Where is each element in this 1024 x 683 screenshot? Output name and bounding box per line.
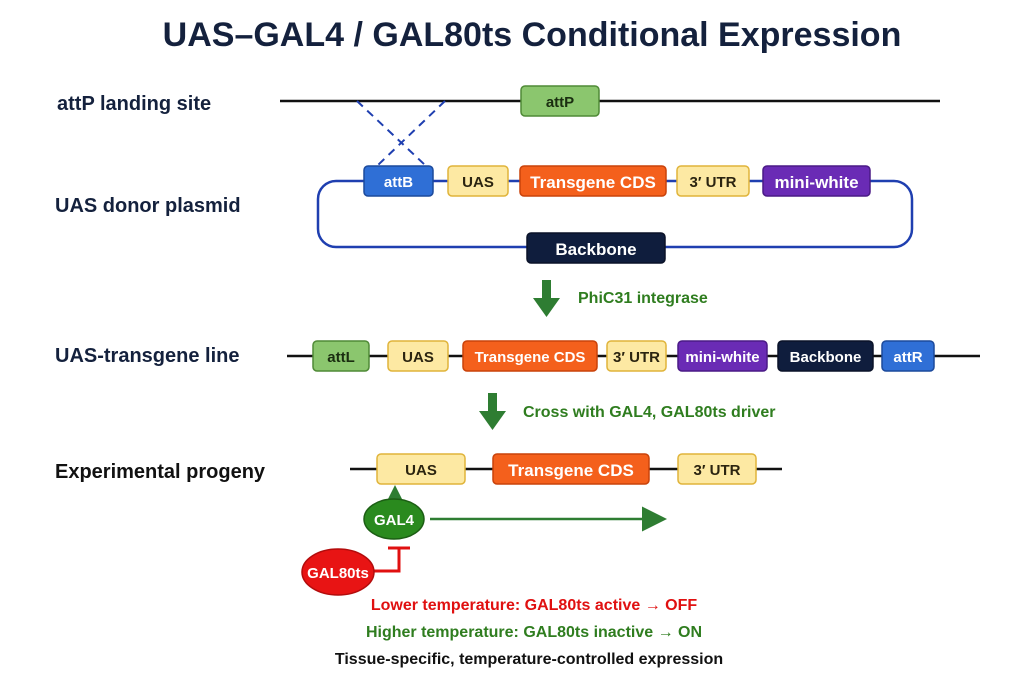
progeny-cds-box: Transgene CDS [492, 453, 650, 485]
line-utr-label: 3′ UTR [613, 349, 660, 366]
repression-line [372, 548, 401, 573]
row-label-line: UAS-transgene line [55, 345, 239, 367]
progeny-utr-label: 3′ UTR [694, 462, 741, 479]
diagram-title: UAS–GAL4 / GAL80ts Conditional Expressio… [163, 16, 902, 54]
donor-attb-label: attB [384, 174, 413, 191]
integrase-arrow [533, 280, 560, 317]
donor-utr-box: 3′ UTR [676, 165, 750, 197]
progeny-utr-box: 3′ UTR [677, 453, 757, 485]
line-cds-label: Transgene CDS [475, 349, 586, 366]
cross-arrow [479, 393, 506, 430]
donor-backbone-label: Backbone [555, 240, 636, 259]
row-label-donor: UAS donor plasmid [55, 195, 241, 217]
progeny-cds-label: Transgene CDS [508, 461, 634, 480]
gal4-label: GAL4 [374, 512, 415, 529]
line-backbone-label: Backbone [790, 349, 862, 366]
gal4-oval: GAL4 [363, 498, 425, 540]
gal80ts-label: GAL80ts [307, 565, 369, 582]
attp-box: attP [520, 85, 600, 117]
crossover-dash-right [377, 100, 446, 166]
donor-backbone-box: Backbone [526, 232, 666, 264]
line-utr-box: 3′ UTR [606, 340, 667, 372]
gal80ts-oval: GAL80ts [301, 548, 375, 596]
line-attr-label: attR [893, 349, 922, 366]
crossover-dash-left [356, 100, 426, 166]
row-label-landing: attP landing site [57, 93, 211, 115]
line-attl-label: attL [327, 349, 355, 366]
integrase-label: PhiC31 integrase [578, 290, 708, 307]
donor-miniwhite-label: mini-white [774, 173, 858, 192]
summary-note: Tissue-specific, temperature-controlled … [335, 651, 723, 668]
progeny-uas-box: UAS [376, 453, 466, 485]
donor-miniwhite-box: mini-white [762, 165, 871, 197]
line-attr-box: attR [881, 340, 935, 372]
donor-utr-label: 3′ UTR [690, 174, 737, 191]
low-temp-note: Lower temperature: GAL80ts active → OFF [371, 597, 698, 614]
donor-attb-box: attB [363, 165, 434, 197]
line-uas-box: UAS [387, 340, 449, 372]
line-cds-box: Transgene CDS [462, 340, 598, 372]
donor-cds-label: Transgene CDS [530, 173, 656, 192]
donor-uas-label: UAS [462, 174, 494, 191]
progeny-uas-label: UAS [405, 462, 437, 479]
line-miniwhite-label: mini-white [685, 349, 759, 366]
line-miniwhite-box: mini-white [677, 340, 768, 372]
donor-cds-box: Transgene CDS [519, 165, 667, 197]
attp-label: attP [546, 94, 574, 111]
donor-uas-box: UAS [447, 165, 509, 197]
line-backbone-box: Backbone [777, 340, 874, 372]
cross-label: Cross with GAL4, GAL80ts driver [523, 404, 776, 421]
high-temp-note: Higher temperature: GAL80ts inactive → O… [366, 624, 702, 641]
row-label-progeny: Experimental progeny [55, 461, 266, 483]
line-attl-box: attL [312, 340, 370, 372]
line-uas-label: UAS [402, 349, 434, 366]
